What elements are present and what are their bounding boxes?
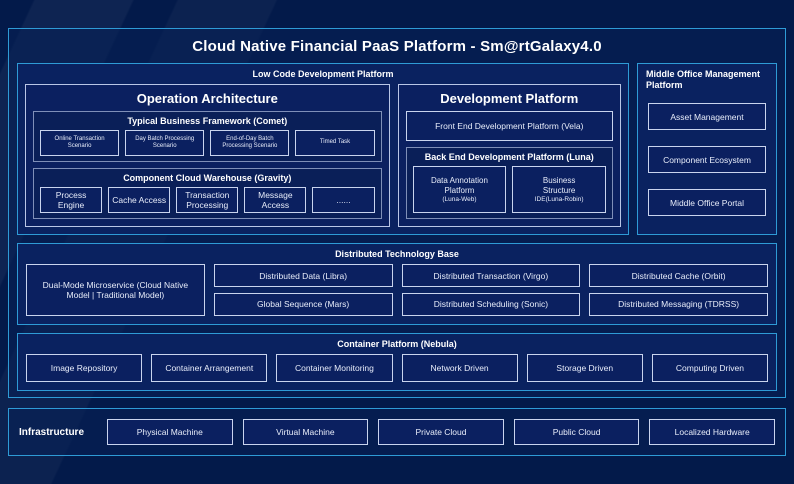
typical-business-framework-items: Online Transaction Scenario Day Batch Pr… <box>34 130 381 156</box>
container-platform-title: Container Platform (Nebula) <box>337 339 457 349</box>
chip-more-ellipsis[interactable]: ...... <box>312 186 375 213</box>
chip-day-batch-processing-scenario[interactable]: Day Batch Processing Scenario <box>125 130 205 156</box>
back-end-development-platform-items: Data Annotation Platform (Luna-Web) Busi… <box>407 166 612 213</box>
chip-line-2: Platform <box>444 185 475 195</box>
operation-architecture-title: Operation Architecture <box>136 91 278 107</box>
chip-cache-access[interactable]: Cache Access <box>108 186 171 213</box>
chip-private-cloud[interactable]: Private Cloud <box>378 419 504 445</box>
chip-virtual-machine[interactable]: Virtual Machine <box>242 419 369 445</box>
container-platform-panel: Container Platform (Nebula) Image Reposi… <box>17 333 777 391</box>
component-cloud-warehouse-group: Component Cloud Warehouse (Gravity) Proc… <box>33 167 382 219</box>
chip-storage-driven[interactable]: Storage Driven <box>526 354 643 382</box>
main-panel-body: Low Code Development Platform Operation … <box>9 63 785 399</box>
dtb-column-2: Distributed Data (Libra) Global Sequence… <box>213 264 393 316</box>
chip-transaction-processing[interactable]: Transaction Processing <box>176 186 239 213</box>
chip-distributed-data[interactable]: Distributed Data (Libra) <box>213 264 393 288</box>
distributed-technology-base-title: Distributed Technology Base <box>335 249 459 259</box>
chip-global-sequence[interactable]: Global Sequence (Mars) <box>213 293 393 316</box>
infrastructure-label: Infrastructure <box>19 426 85 438</box>
chip-line-3: (Luna-Web) <box>442 195 477 203</box>
dtb-column-1: Dual-Mode Microservice (Cloud Native Mod… <box>26 264 205 316</box>
distributed-technology-base-body: Dual-Mode Microservice (Cloud Native Mod… <box>18 264 776 324</box>
low-code-platform-panel: Low Code Development Platform Operation … <box>17 63 629 235</box>
chip-asset-management[interactable]: Asset Management <box>648 103 766 131</box>
chip-image-repository[interactable]: Image Repository <box>26 354 143 382</box>
row-low-code-and-middle-office: Low Code Development Platform Operation … <box>17 63 777 235</box>
chip-dual-mode-microservice[interactable]: Dual-Mode Microservice (Cloud Native Mod… <box>26 264 205 316</box>
chip-public-cloud[interactable]: Public Cloud <box>513 419 640 445</box>
chip-online-transaction-scenario[interactable]: Online Transaction Scenario <box>40 130 120 156</box>
chip-data-annotation-platform[interactable]: Data Annotation Platform (Luna-Web) <box>412 166 507 213</box>
page-title-bar: Cloud Native Financial PaaS Platform - S… <box>9 29 785 63</box>
operation-architecture-body: Typical Business Framework (Comet) Onlin… <box>26 111 389 226</box>
chip-timed-task[interactable]: Timed Task <box>295 130 375 156</box>
chip-line-1: Data Annotation <box>430 175 488 185</box>
chip-physical-machine[interactable]: Physical Machine <box>107 419 233 445</box>
chip-distributed-scheduling[interactable]: Distributed Scheduling (Sonic) <box>401 293 581 316</box>
main-panel: Cloud Native Financial PaaS Platform - S… <box>8 28 786 398</box>
chip-distributed-messaging[interactable]: Distributed Messaging (TDRSS) <box>589 293 768 316</box>
typical-business-framework-title: Typical Business Framework (Comet) <box>127 116 288 127</box>
development-platform-title: Development Platform <box>440 91 579 107</box>
chip-computing-driven[interactable]: Computing Driven <box>651 354 769 382</box>
component-cloud-warehouse-title: Component Cloud Warehouse (Gravity) <box>123 172 292 183</box>
back-end-development-platform-title: Back End Development Platform (Luna) <box>424 152 594 163</box>
dtb-column-3: Distributed Transaction (Virgo) Distribu… <box>401 264 581 316</box>
development-platform-body: Front End Development Platform (Vela) Ba… <box>399 111 620 226</box>
low-code-platform-title: Low Code Development Platform <box>252 69 394 79</box>
chip-distributed-cache[interactable]: Distributed Cache (Orbit) <box>589 264 768 288</box>
chip-component-ecosystem[interactable]: Component Ecosystem <box>648 146 766 174</box>
chip-container-monitoring[interactable]: Container Monitoring <box>276 354 393 382</box>
middle-office-panel: Middle Office Management Platform Asset … <box>637 63 777 235</box>
back-end-development-platform-group: Back End Development Platform (Luna) Dat… <box>405 147 613 219</box>
chip-front-end-development-platform[interactable]: Front End Development Platform (Vela) <box>405 111 613 142</box>
distributed-technology-base-panel: Distributed Technology Base Dual-Mode Mi… <box>17 243 777 325</box>
chip-distributed-transaction[interactable]: Distributed Transaction (Virgo) <box>401 264 581 288</box>
chip-line-2: Structure <box>542 185 576 195</box>
middle-office-items: Asset Management Component Ecosystem Mid… <box>638 96 776 235</box>
chip-container-arrangement[interactable]: Container Arrangement <box>151 354 268 382</box>
chip-network-driven[interactable]: Network Driven <box>401 354 518 382</box>
component-cloud-warehouse-items: Process Engine Cache Access Transaction … <box>34 186 381 213</box>
infrastructure-panel: Infrastructure Physical Machine Virtual … <box>8 408 786 456</box>
operation-architecture-box: Operation Architecture Typical Business … <box>25 84 390 227</box>
typical-business-framework-group: Typical Business Framework (Comet) Onlin… <box>33 111 382 162</box>
chip-end-of-day-batch-processing-scenario[interactable]: End-of-Day Batch Processing Scenario <box>210 130 290 156</box>
middle-office-title: Middle Office Management Platform <box>646 69 761 91</box>
chip-message-access[interactable]: Message Access <box>244 186 307 213</box>
low-code-platform-body: Operation Architecture Typical Business … <box>18 84 628 234</box>
page-title: Cloud Native Financial PaaS Platform - S… <box>192 37 602 55</box>
chip-business-structure-ide[interactable]: Business Structure IDE(Luna-Robin) <box>512 166 606 213</box>
container-platform-items: Image Repository Container Arrangement C… <box>18 354 776 390</box>
chip-line-3: IDE(Luna-Robin) <box>534 195 584 203</box>
development-platform-box: Development Platform Front End Developme… <box>397 84 621 227</box>
chip-localized-hardware[interactable]: Localized Hardware <box>649 419 775 445</box>
dtb-column-4: Distributed Cache (Orbit) Distributed Me… <box>589 264 768 316</box>
chip-line-1: Business <box>542 175 576 185</box>
chip-middle-office-portal[interactable]: Middle Office Portal <box>648 189 766 217</box>
chip-process-engine[interactable]: Process Engine <box>40 186 103 213</box>
